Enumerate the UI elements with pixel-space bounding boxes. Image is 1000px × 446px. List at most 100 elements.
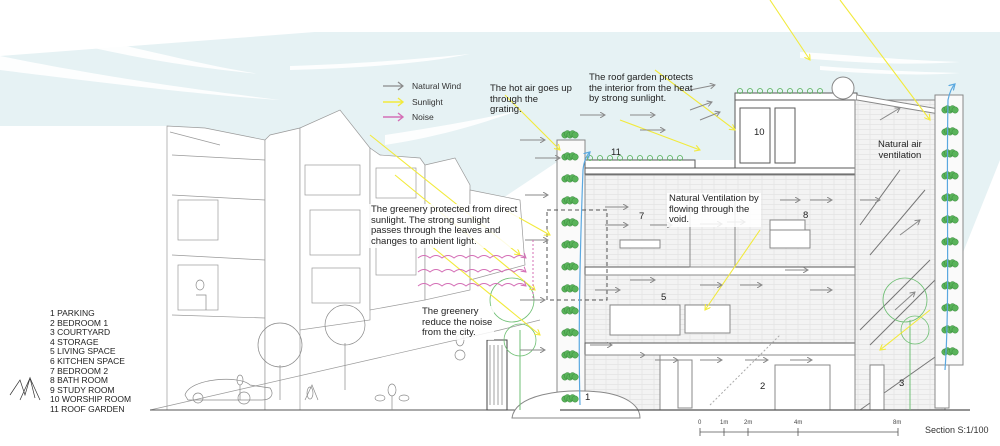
roof-garden-plant (627, 155, 633, 161)
roof-garden-plant (637, 155, 643, 161)
wind-arrow (879, 108, 900, 121)
noise-wave (417, 270, 526, 273)
wind-arrow (689, 85, 715, 91)
sunlight-ray (504, 94, 560, 150)
sunlight-ray (769, 0, 810, 60)
sunlight-arrow-icon (383, 97, 405, 107)
leaf-cluster (571, 241, 579, 249)
leaf-cluster (951, 304, 959, 312)
roof-garden-plant (737, 88, 743, 94)
wind-arrows (520, 85, 920, 360)
leaf-cluster (571, 263, 579, 271)
vertical-greenery (489, 88, 959, 410)
noise-arrow-icon (383, 112, 405, 122)
room-list-item: 4 STORAGE (50, 336, 99, 347)
leaf-cluster (951, 238, 959, 246)
sunlight-ray (705, 229, 761, 310)
annotation-hot-air: The hot air goes up through the grating. (490, 83, 572, 115)
legend-item-wind: Natural Wind (382, 81, 461, 91)
leaf-cluster (951, 172, 959, 180)
room-list-item: 8 BATH ROOM (50, 375, 108, 386)
legend-label: Sunlight (412, 97, 443, 107)
roof-garden-plant (657, 155, 663, 161)
room-list-item: 3 COURTYARD (50, 327, 111, 338)
roof-garden-plant (677, 155, 683, 161)
sunlight-ray (429, 244, 540, 335)
scale-tick-label: 0 (698, 420, 702, 426)
leaf-cluster (571, 131, 579, 139)
roof-garden-plant (757, 88, 763, 94)
leaf-cluster (571, 285, 579, 293)
scale-title: Section S:1/100 (925, 425, 989, 435)
roof-garden-plant (787, 88, 793, 94)
tree-canopy (882, 277, 928, 323)
noise-wave (417, 284, 526, 287)
room-number-courtyard: 3 (899, 378, 905, 389)
scale-tick-label: 1m (720, 420, 729, 426)
room-list-item: 6 KITCHEN SPACE (50, 355, 125, 366)
leaf-cluster (951, 326, 959, 334)
legend-label: Natural Wind (412, 81, 462, 91)
roof-garden-plant (797, 88, 803, 94)
leaf-cluster (951, 216, 959, 224)
wind-arrow (894, 292, 915, 311)
room-list-item: 11 ROOF GARDEN (50, 403, 125, 414)
sunlight-ray (880, 309, 931, 350)
roof-garden-plant (647, 155, 653, 161)
leaf-cluster (571, 197, 579, 205)
annotation-air-ventilation: Natural air ventilation (878, 139, 922, 161)
leaf-cluster (951, 282, 959, 290)
scale-tick-label: 4m (794, 420, 803, 426)
leaf-cluster (571, 395, 579, 403)
leaf-cluster (951, 348, 959, 356)
leaf-cluster (571, 153, 579, 161)
wind-arrow (699, 112, 720, 121)
sky (0, 32, 1000, 260)
roof-garden-plant (667, 155, 673, 161)
legend-label: Noise (412, 112, 434, 122)
room-number-roof-garden: 11 (611, 147, 621, 158)
legend-item-sunlight: Sunlight (382, 97, 443, 107)
roof-garden-plant (817, 88, 823, 94)
roof-garden-plant (747, 88, 753, 94)
room-list-item: 5 LIVING SPACE (50, 346, 116, 357)
room-number-worship-room: 10 (754, 127, 765, 138)
noise-wave (417, 256, 526, 259)
wind-arrow (899, 220, 920, 236)
room-list-item: 10 WORSHIP ROOM (50, 394, 132, 405)
leaf-cluster (571, 307, 579, 315)
noise-waves (417, 240, 534, 300)
leaf-cluster (951, 106, 959, 114)
leaf-cluster (951, 150, 959, 158)
roof-garden-plant (777, 88, 783, 94)
scale-bar (699, 428, 899, 436)
leaf-cluster (571, 373, 579, 381)
roof-garden-plant (807, 88, 813, 94)
leaf-cluster (571, 329, 579, 337)
legend-item-noise: Noise (382, 112, 434, 122)
leaf-cluster (951, 260, 959, 268)
sunlight-ray (839, 0, 930, 120)
roof-garden-plant (607, 155, 613, 161)
annotation-roof-garden: The roof garden protects the interior fr… (589, 72, 694, 104)
sunlight-ray (619, 119, 700, 150)
wind-arrow (689, 102, 712, 111)
room-list-item: 9 STUDY ROOM (50, 384, 115, 395)
room-number-bedroom-1: 2 (760, 381, 766, 392)
airflow-lines (578, 84, 955, 406)
street-props (9, 279, 466, 410)
leaf-cluster (951, 128, 959, 136)
leaf-cluster (571, 351, 579, 359)
annotation-greenery-noise: The greenery reduce the noise from the c… (420, 306, 495, 340)
room-list-item: 2 BEDROOM 1 (50, 317, 109, 328)
leaf-cluster (951, 194, 959, 202)
room-number-bedroom-2: 7 (639, 211, 645, 222)
annotation-greenery-sunlight: The greenery protected from direct sunli… (369, 204, 520, 248)
roof-garden-plant (767, 88, 773, 94)
annotation-void-ventilation: Natural Ventilation by flowing through t… (667, 193, 761, 227)
tree-canopy (900, 315, 930, 345)
scale-tick-label: 8m (893, 420, 902, 426)
scale-tick-label: 2m (744, 420, 753, 426)
